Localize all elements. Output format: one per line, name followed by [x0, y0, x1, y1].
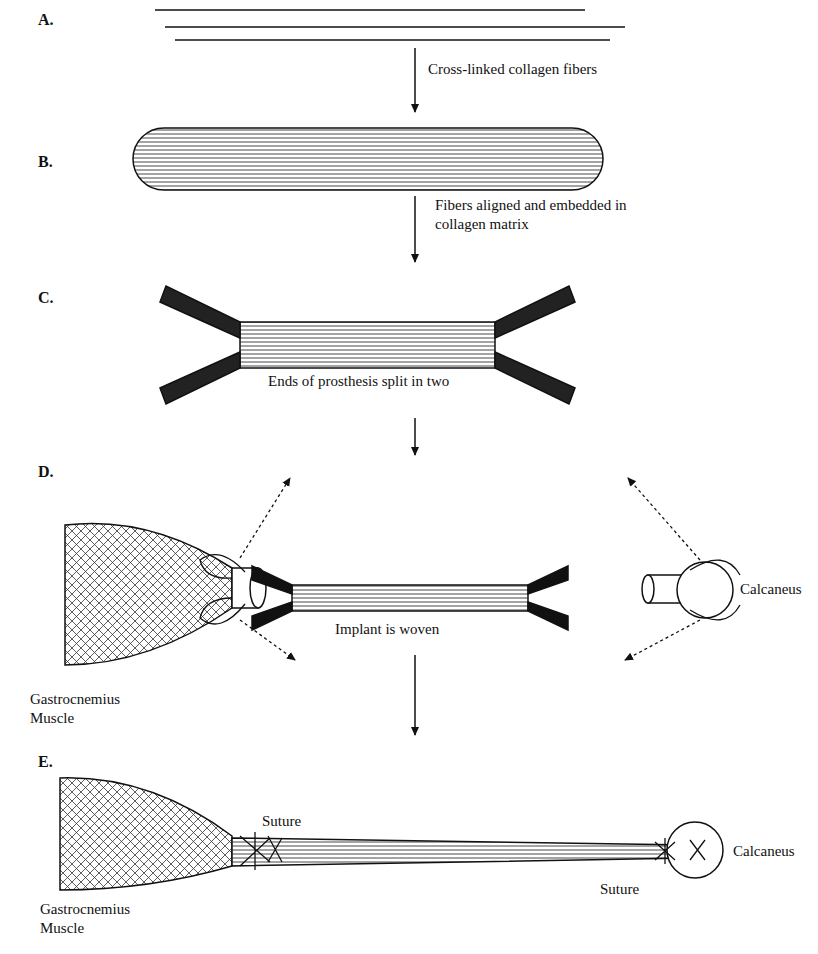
label-text: Suture	[600, 880, 639, 899]
label-text: Ends of prosthesis split in two	[268, 372, 458, 391]
label-text: Suture	[262, 812, 301, 831]
label-text: Implant is woven	[335, 620, 439, 639]
step-letter: E.	[38, 752, 53, 771]
label-text: Fibers aligned and embedded in collagen …	[435, 196, 645, 234]
label-text: Cross-linked collagen fibers	[428, 60, 658, 79]
label-text: Calcaneus	[740, 580, 802, 599]
label-text: Gastrocnemius Muscle	[40, 900, 140, 938]
label-text: Gastrocnemius Muscle	[30, 690, 130, 728]
label-text: Calcaneus	[733, 842, 795, 861]
step-letter: C.	[38, 288, 54, 307]
step-letter: A.	[38, 10, 54, 29]
step-letter: D.	[38, 462, 54, 481]
step-letter: B.	[38, 152, 53, 171]
